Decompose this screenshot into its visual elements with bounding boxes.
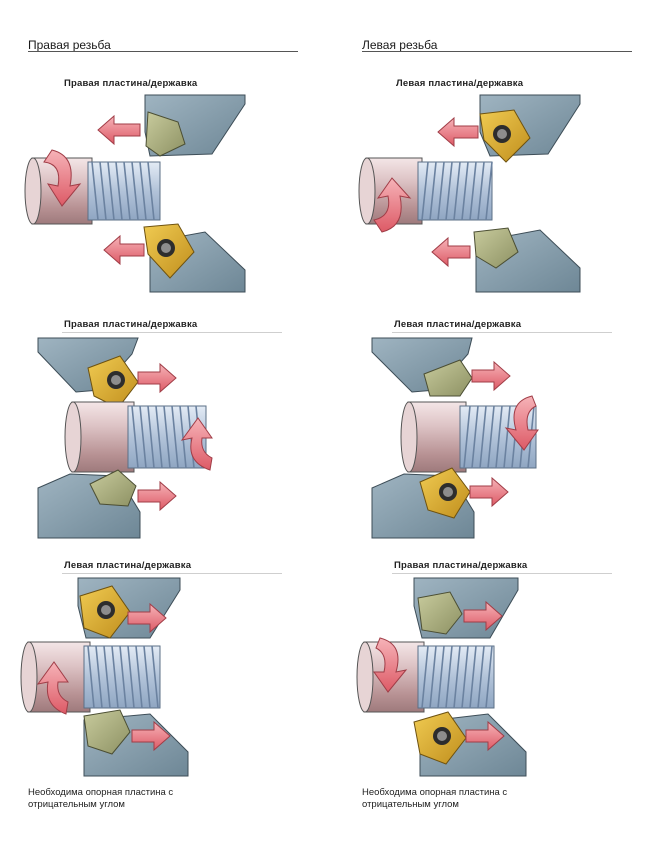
workpiece <box>400 401 467 473</box>
workpiece <box>64 401 135 473</box>
panel-label: Левая пластина/державка <box>64 560 192 571</box>
rotation-arrow-icon <box>504 395 539 451</box>
diagram-panel <box>37 337 213 539</box>
shim-plate <box>145 111 186 157</box>
diagram-panel <box>20 577 189 777</box>
panel-label: Правая пластина/державка <box>394 560 528 571</box>
arrow-feed-icon <box>465 720 505 752</box>
thread-section <box>83 645 161 709</box>
diagram-panel <box>24 94 246 293</box>
arrow-feed-icon <box>137 362 177 394</box>
threading-insert <box>79 585 131 639</box>
arrow-feed-icon <box>137 480 177 512</box>
shim-plate <box>89 469 137 507</box>
diagram-panel <box>356 577 527 777</box>
shim-plate <box>417 591 463 635</box>
column-divider <box>362 51 632 52</box>
column-title-left-thread: Левая резьба <box>362 38 438 52</box>
threading-insert <box>413 711 467 765</box>
arrow-feed-icon <box>431 236 471 268</box>
threading-insert <box>419 467 471 519</box>
thread-section <box>417 645 495 709</box>
rotation-arrow-icon <box>43 149 82 207</box>
panel-dash <box>392 332 612 333</box>
note-line: Необходима опорная пластина с <box>28 787 174 798</box>
panel-label: Правая пластина/державка <box>64 78 198 89</box>
arrow-feed-icon <box>463 600 503 632</box>
note-negative-shim: Необходима опорная пластина с отрицатель… <box>28 787 173 811</box>
panel-label: Левая пластина/державка <box>396 78 524 89</box>
rotation-arrow-icon <box>36 661 69 715</box>
rotation-arrow-icon <box>180 417 213 471</box>
rotation-arrow-icon <box>373 177 412 233</box>
arrow-feed-icon <box>97 114 141 146</box>
threading-insert <box>479 109 531 163</box>
panel-label: Правая пластина/державка <box>64 319 198 330</box>
diagram-panel <box>358 94 581 293</box>
rotation-arrow-icon <box>373 637 408 693</box>
panel-dash <box>392 573 612 574</box>
thread-section <box>417 161 493 221</box>
shim-plate <box>473 227 519 269</box>
panel-dash <box>62 332 282 333</box>
shim-plate <box>423 359 473 397</box>
diagram-panel <box>371 337 539 539</box>
column-divider <box>28 51 298 52</box>
thread-section <box>87 161 161 221</box>
arrow-feed-icon <box>127 602 167 634</box>
note-line: отрицательным углом <box>28 799 125 810</box>
note-negative-shim: Необходима опорная пластина с отрицатель… <box>362 787 507 811</box>
note-line: Необходима опорная пластина с <box>362 787 508 798</box>
shim-plate <box>83 709 131 755</box>
arrow-feed-icon <box>469 476 509 508</box>
arrow-feed-icon <box>437 116 479 148</box>
arrow-feed-icon <box>103 234 145 266</box>
note-line: отрицательным углом <box>362 799 459 810</box>
arrow-feed-icon <box>471 360 511 392</box>
threading-insert <box>87 355 139 409</box>
column-title-right-thread: Правая резьба <box>28 38 111 52</box>
arrow-feed-icon <box>131 720 171 752</box>
panel-label: Левая пластина/державка <box>394 319 522 330</box>
threading-insert <box>143 223 195 279</box>
panel-dash <box>62 573 282 574</box>
